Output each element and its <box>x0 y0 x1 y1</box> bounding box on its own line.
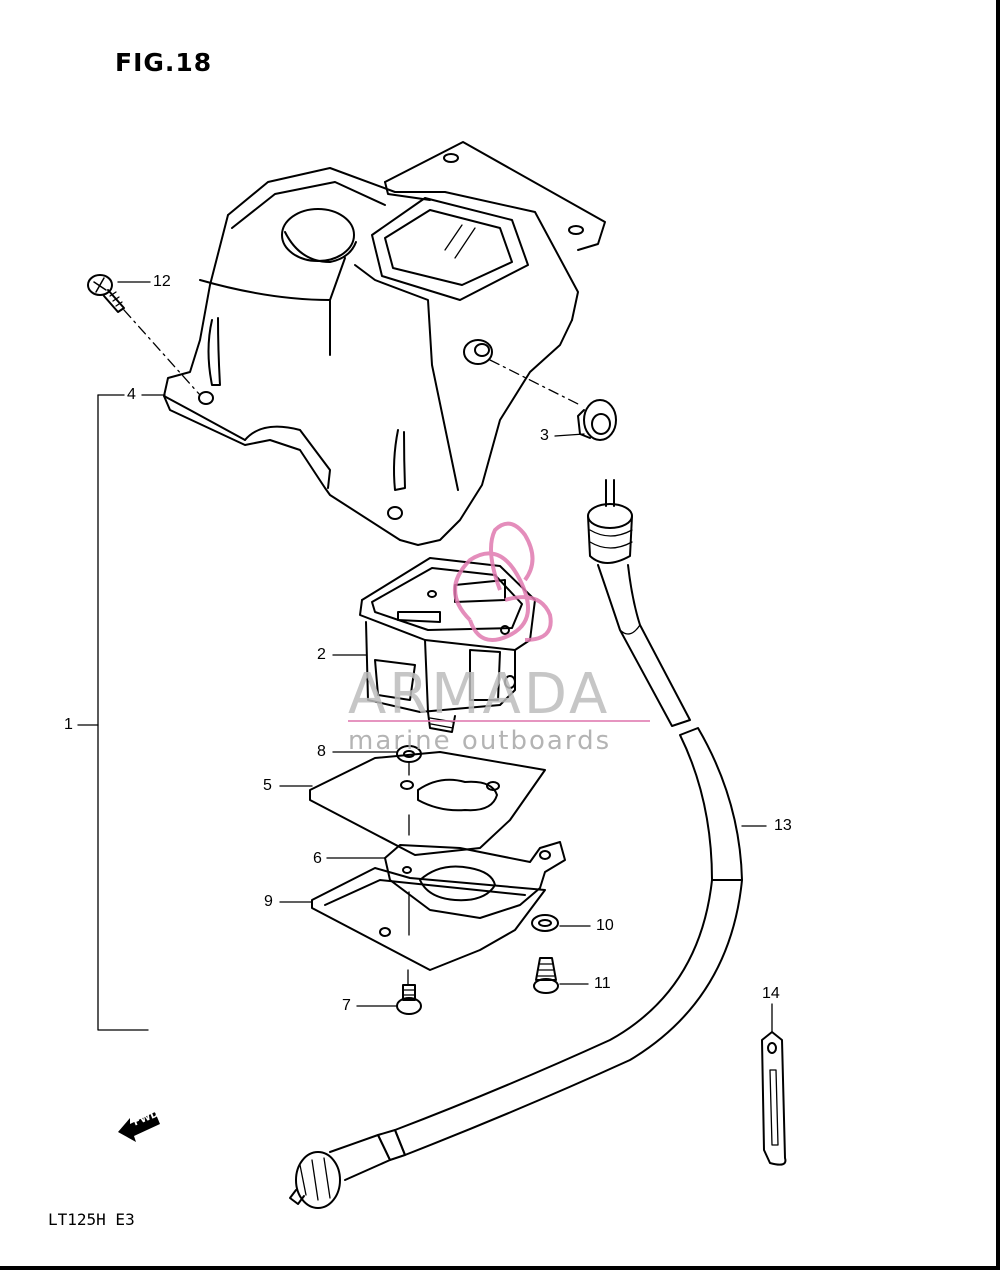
callout-4: 4 <box>127 386 136 403</box>
callout-1: 1 <box>64 716 73 733</box>
callout-5: 5 <box>263 777 272 794</box>
part-7-screw <box>396 984 422 1015</box>
pink-swirl-logo <box>453 521 553 642</box>
figure-title: FIG.18 <box>115 48 213 77</box>
frame-border-bottom <box>0 1266 1000 1270</box>
part-10-washer <box>531 914 559 932</box>
part-5-gasket <box>309 751 546 856</box>
callout-10: 10 <box>596 917 614 934</box>
arrow-fwd-icon <box>118 1112 160 1142</box>
part-2-meter-assembly <box>359 557 536 733</box>
callout-8: 8 <box>317 743 326 760</box>
callout-9: 9 <box>264 893 273 910</box>
callout-3: 3 <box>540 427 549 444</box>
watermark-rule <box>348 720 650 722</box>
leader-lines <box>77 281 773 1033</box>
callout-7: 7 <box>342 997 351 1014</box>
model-code: LT125H E3 <box>48 1210 135 1229</box>
watermark-tagline: marine outboards <box>348 726 612 756</box>
part-12-screw <box>87 274 201 396</box>
callout-2: 2 <box>317 646 326 663</box>
callout-12: 12 <box>153 273 171 290</box>
part-3-grommet <box>489 359 617 441</box>
part-11-screw <box>533 957 559 994</box>
callout-11: 11 <box>594 975 611 992</box>
callout-6: 6 <box>313 850 322 867</box>
callout-13: 13 <box>774 817 792 834</box>
callout-14: 14 <box>762 985 780 1002</box>
frame-border-right <box>996 0 1000 1270</box>
part-4-meter-cover <box>163 141 606 546</box>
watermark-brand: ARMADA <box>348 662 611 727</box>
part-14-cable-clamp <box>761 1031 787 1166</box>
part-9-base-plate <box>311 867 546 986</box>
part-13-speedometer-cable <box>289 479 743 1209</box>
